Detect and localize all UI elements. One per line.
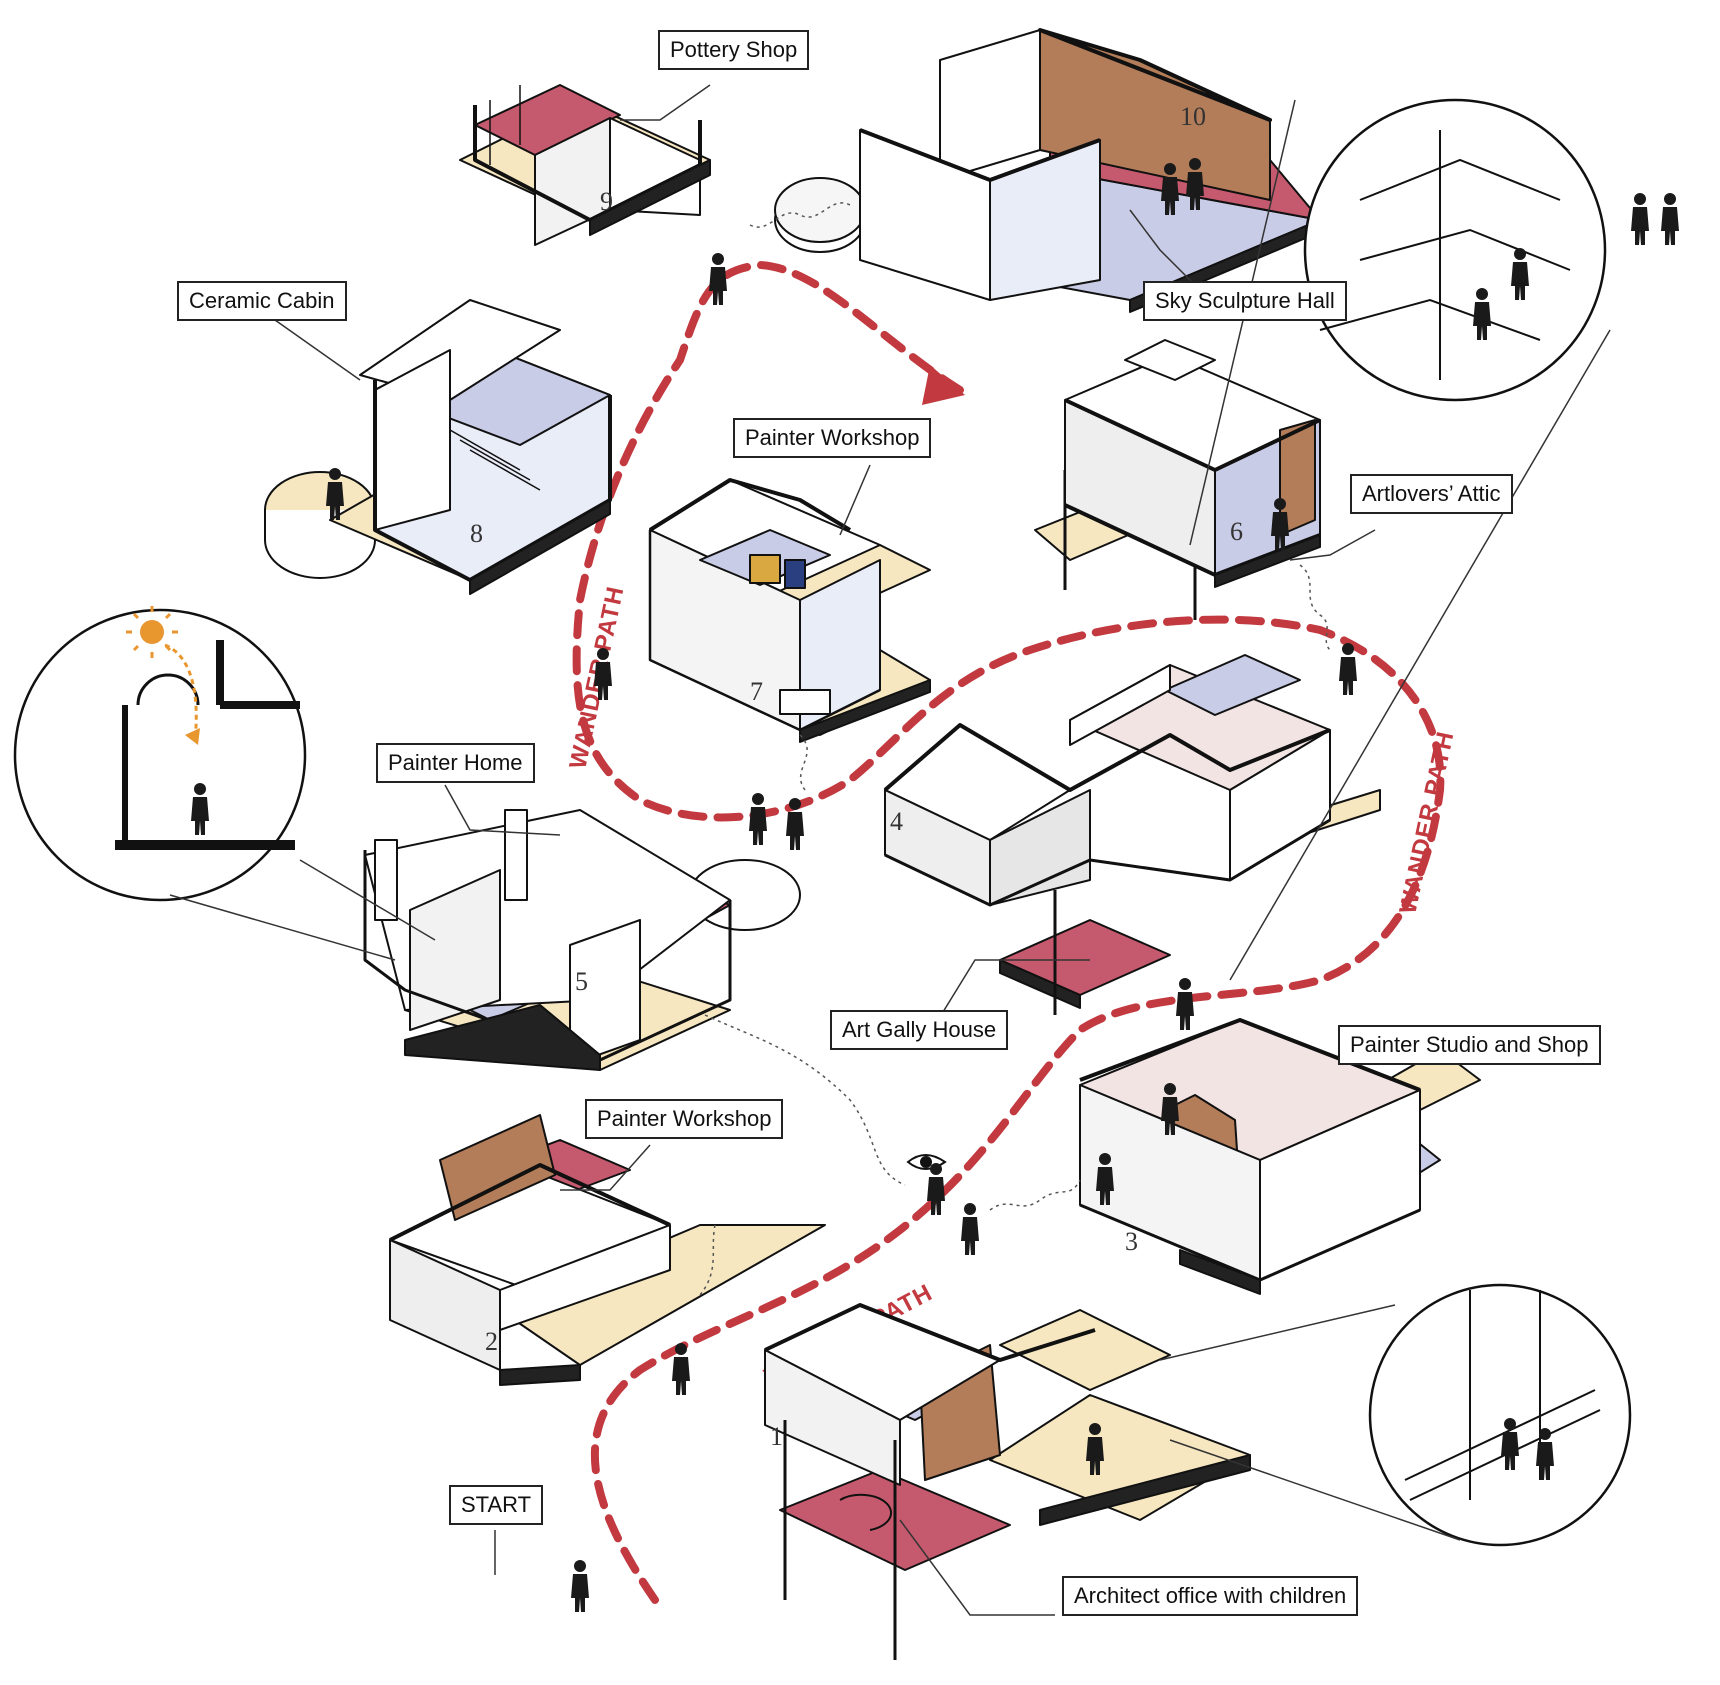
unit-8-building bbox=[264, 299, 612, 595]
label-ceramic-cabin: Ceramic Cabin bbox=[177, 281, 347, 322]
unit-number-7: 7 bbox=[750, 677, 763, 706]
label-pottery-shop: Pottery Shop bbox=[658, 30, 810, 71]
unit-6-building bbox=[1034, 339, 1321, 620]
unit-2-building bbox=[389, 1114, 826, 1386]
unit-3-building bbox=[1079, 1018, 1481, 1295]
leader-lines bbox=[169, 84, 1611, 1616]
detail-circle-left bbox=[13, 608, 307, 902]
sun-icon bbox=[126, 606, 200, 745]
unit-10-building bbox=[774, 28, 1321, 313]
unit-7-building bbox=[648, 478, 931, 743]
label-start: START bbox=[449, 1485, 544, 1526]
unit-number-5: 5 bbox=[575, 967, 588, 996]
unit-number-4: 4 bbox=[890, 807, 903, 836]
detail-circle-top-right bbox=[1303, 98, 1607, 402]
label-architect-office: Architect office with children bbox=[1062, 1576, 1359, 1617]
dotted-trails bbox=[699, 202, 1331, 1296]
unit-1-building bbox=[764, 1303, 1251, 1660]
label-artlovers-attic: Artlovers’ Attic bbox=[1350, 474, 1513, 515]
unit-5-building bbox=[363, 809, 801, 1071]
label-painter-studio-shop: Painter Studio and Shop bbox=[1338, 1025, 1601, 1066]
unit-number-8: 8 bbox=[470, 519, 483, 548]
label-painter-home: Painter Home bbox=[376, 743, 535, 784]
wander-path-text-right: WANDER PATH bbox=[1394, 729, 1459, 917]
unit-number-2: 2 bbox=[485, 1327, 498, 1356]
detail-circle-bottom-right bbox=[1368, 1283, 1632, 1547]
path-arrowhead bbox=[922, 365, 965, 405]
unit-4-building bbox=[883, 654, 1381, 1015]
unit-number-6: 6 bbox=[1230, 517, 1243, 546]
unit-number-3: 3 bbox=[1125, 1227, 1138, 1256]
unit-number-10: 10 bbox=[1180, 102, 1206, 131]
unit-number-1: 1 bbox=[770, 1422, 783, 1451]
label-painter-workshop-bottom: Painter Workshop bbox=[585, 1099, 784, 1140]
unit-number-9: 9 bbox=[600, 187, 613, 216]
label-art-gally-house: Art Gally House bbox=[830, 1010, 1009, 1051]
label-sky-sculpture-hall: Sky Sculpture Hall bbox=[1143, 281, 1347, 322]
label-painter-workshop-top: Painter Workshop bbox=[733, 418, 932, 459]
wander-path bbox=[572, 260, 1445, 1604]
unit-9-building bbox=[459, 84, 711, 246]
